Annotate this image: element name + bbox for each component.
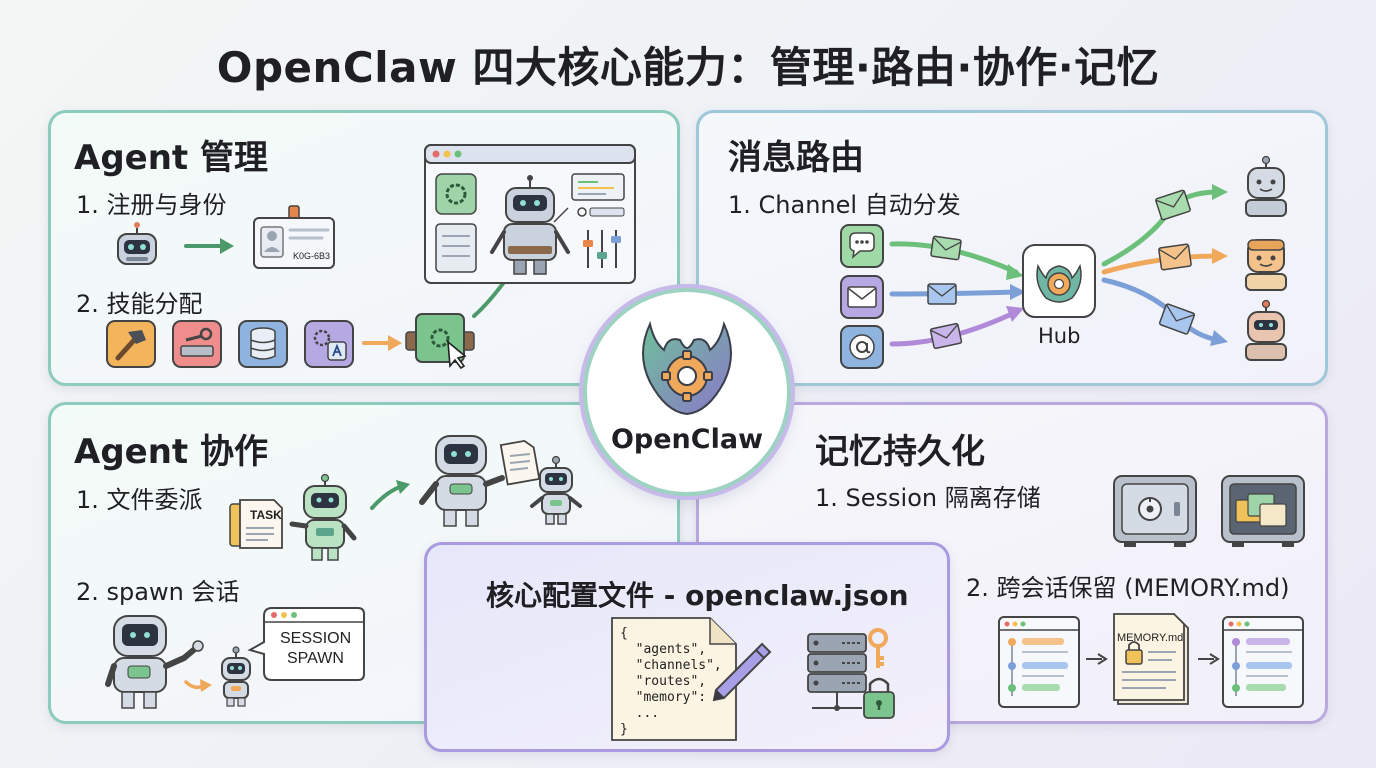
- config-code-line-2: "agents",: [620, 642, 707, 657]
- openclaw-logo-icon: [642, 320, 732, 416]
- memory-file-label: MEMORY.md: [1117, 632, 1184, 644]
- agent-management-heading: Agent 管理: [74, 138, 269, 178]
- arrow-right-icon: [362, 335, 402, 351]
- openclaw-label: OpenClaw: [610, 424, 764, 455]
- config-code-line-4: "routes",: [620, 674, 707, 689]
- arrow-right-icon: [184, 238, 234, 254]
- message-routing-heading: 消息路由: [728, 138, 864, 178]
- arrow-up-right-icon: [370, 480, 410, 510]
- config-code-line-5: "memory":: [620, 690, 707, 705]
- tools-icon: [172, 320, 222, 368]
- hub-label: Hub: [1038, 324, 1081, 348]
- config-file-heading: 核心配置文件 - openclaw.json: [486, 579, 909, 612]
- grey-robot-icon: [419, 435, 505, 527]
- badge-code: K0G-6B3: [293, 251, 331, 261]
- task-document-icon: [229, 499, 283, 549]
- mail-icon: [840, 275, 884, 319]
- memory-persistence-heading: 记忆持久化: [815, 432, 985, 472]
- safe-open-icon: [1221, 475, 1305, 547]
- arrow-right-icon: [184, 679, 212, 692]
- config-code-line-6: ...: [620, 706, 660, 721]
- pen-icon: [712, 642, 772, 702]
- registration-step: 1. 注册与身份: [76, 191, 227, 219]
- spawn-label: SPAWN: [287, 650, 344, 667]
- database-icon: [238, 320, 288, 368]
- agent-collaboration-heading: Agent 协作: [74, 432, 269, 472]
- chat-bubble-icon: [840, 224, 884, 268]
- spawned-robot-icon: [221, 646, 251, 707]
- translate-gear-icon: [304, 320, 354, 368]
- green-robot-icon: [289, 473, 357, 561]
- spawning-robot-icon: [105, 615, 204, 709]
- session-isolation-step: 1. Session 隔离存储: [815, 484, 1041, 512]
- robot-recipient-icon: [1245, 155, 1287, 217]
- config-document-icon: [611, 617, 737, 741]
- config-code-line-1: {: [620, 626, 628, 641]
- file-delegation-step: 1. 文件委派: [76, 486, 203, 514]
- robot-small-icon: [117, 222, 157, 265]
- page-title: OpenClaw 四大核心能力：管理·路由·协作·记忆: [216, 43, 1160, 92]
- channel-dispatch-step: 1. Channel 自动分发: [728, 191, 961, 219]
- management-dashboard-window: [424, 144, 636, 284]
- skill-assignment-step: 2. 技能分配: [76, 290, 203, 318]
- cross-session-step: 2. 跨会话保留 (MEMORY.md): [966, 574, 1290, 602]
- hammer-icon: [106, 320, 156, 368]
- arrow-right-icon: [1086, 653, 1108, 665]
- memory-file-icon: [1113, 613, 1189, 705]
- spawn-session-step: 2. spawn 会话: [76, 578, 240, 606]
- restored-session-window: [1222, 616, 1304, 708]
- arrow-right-icon: [1198, 653, 1220, 665]
- skill-chip-cursor-icon: [405, 313, 475, 370]
- assistant-recipient-icon: [1245, 299, 1287, 361]
- at-sign-icon: [840, 325, 884, 369]
- config-code-line-7: }: [620, 722, 628, 737]
- config-code-line-3: "channels",: [620, 658, 722, 673]
- session-spawn-window: [247, 607, 365, 681]
- outgoing-message-arrows: [1101, 184, 1228, 346]
- incoming-message-arrows: [889, 235, 1026, 350]
- small-robot-icon: [530, 455, 582, 525]
- session-label: SESSION: [280, 630, 352, 647]
- server-lock-icon: [807, 628, 895, 719]
- session-log-window: [998, 616, 1080, 708]
- routing-hub-icon: [1022, 244, 1096, 318]
- handoff-document-icon: [499, 439, 541, 486]
- worker-recipient-icon: [1245, 239, 1287, 291]
- safe-closed-icon: [1113, 475, 1197, 547]
- task-label: TASK: [250, 508, 282, 522]
- id-badge-icon: [253, 205, 335, 269]
